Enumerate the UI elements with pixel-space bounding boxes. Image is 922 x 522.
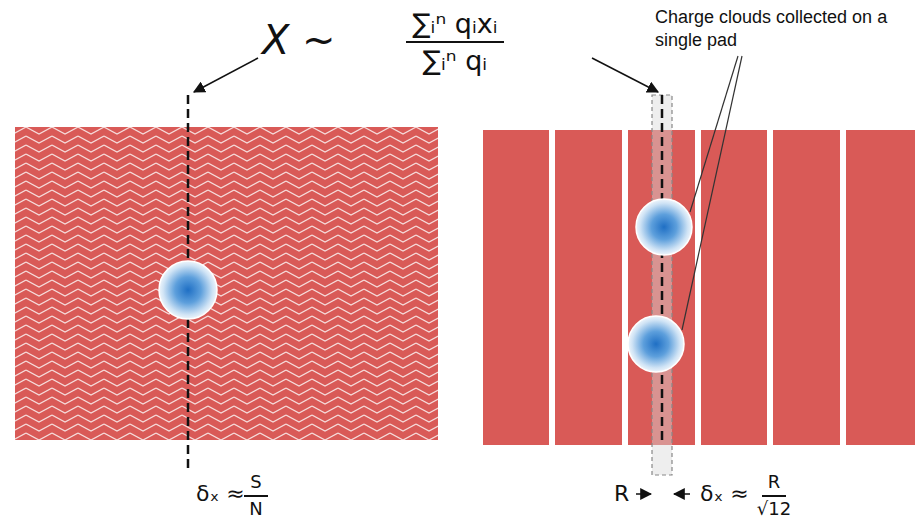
denominator: √12 [751,497,797,520]
note-text: Charge clouds collected on a single pad [655,6,913,51]
charge-cloud [636,199,692,255]
rect-pads [483,130,915,445]
leader-line [682,56,742,330]
numerator: ∑ᵢⁿ qᵢxᵢ [406,8,503,43]
formula-symbol: X ~ [262,18,336,62]
resolution-label: δₓ ≈ [700,482,749,506]
denominator: N [243,497,268,520]
resolution-label: δₓ ≈ [196,482,245,506]
resolution-band [652,95,672,475]
formula-fraction: ∑ᵢⁿ qᵢxᵢ∑ᵢⁿ qᵢ [406,8,503,76]
charge-cloud [628,316,684,372]
pointer-arrow [194,58,258,92]
zigzag-pads [15,127,438,440]
numerator: S [244,472,267,497]
centroid-line [661,95,664,440]
pointer-arrow [592,58,658,92]
resolution-fraction: SN [243,472,268,519]
charge-cloud [159,261,217,319]
resolution-fraction: R√12 [751,472,797,519]
pitch-label: R [614,482,629,506]
dimension-arrow [674,493,690,495]
numerator: R [762,472,787,497]
dimension-arrow [636,493,651,495]
denominator: ∑ᵢⁿ qᵢ [417,43,493,76]
leader-line [690,56,738,212]
